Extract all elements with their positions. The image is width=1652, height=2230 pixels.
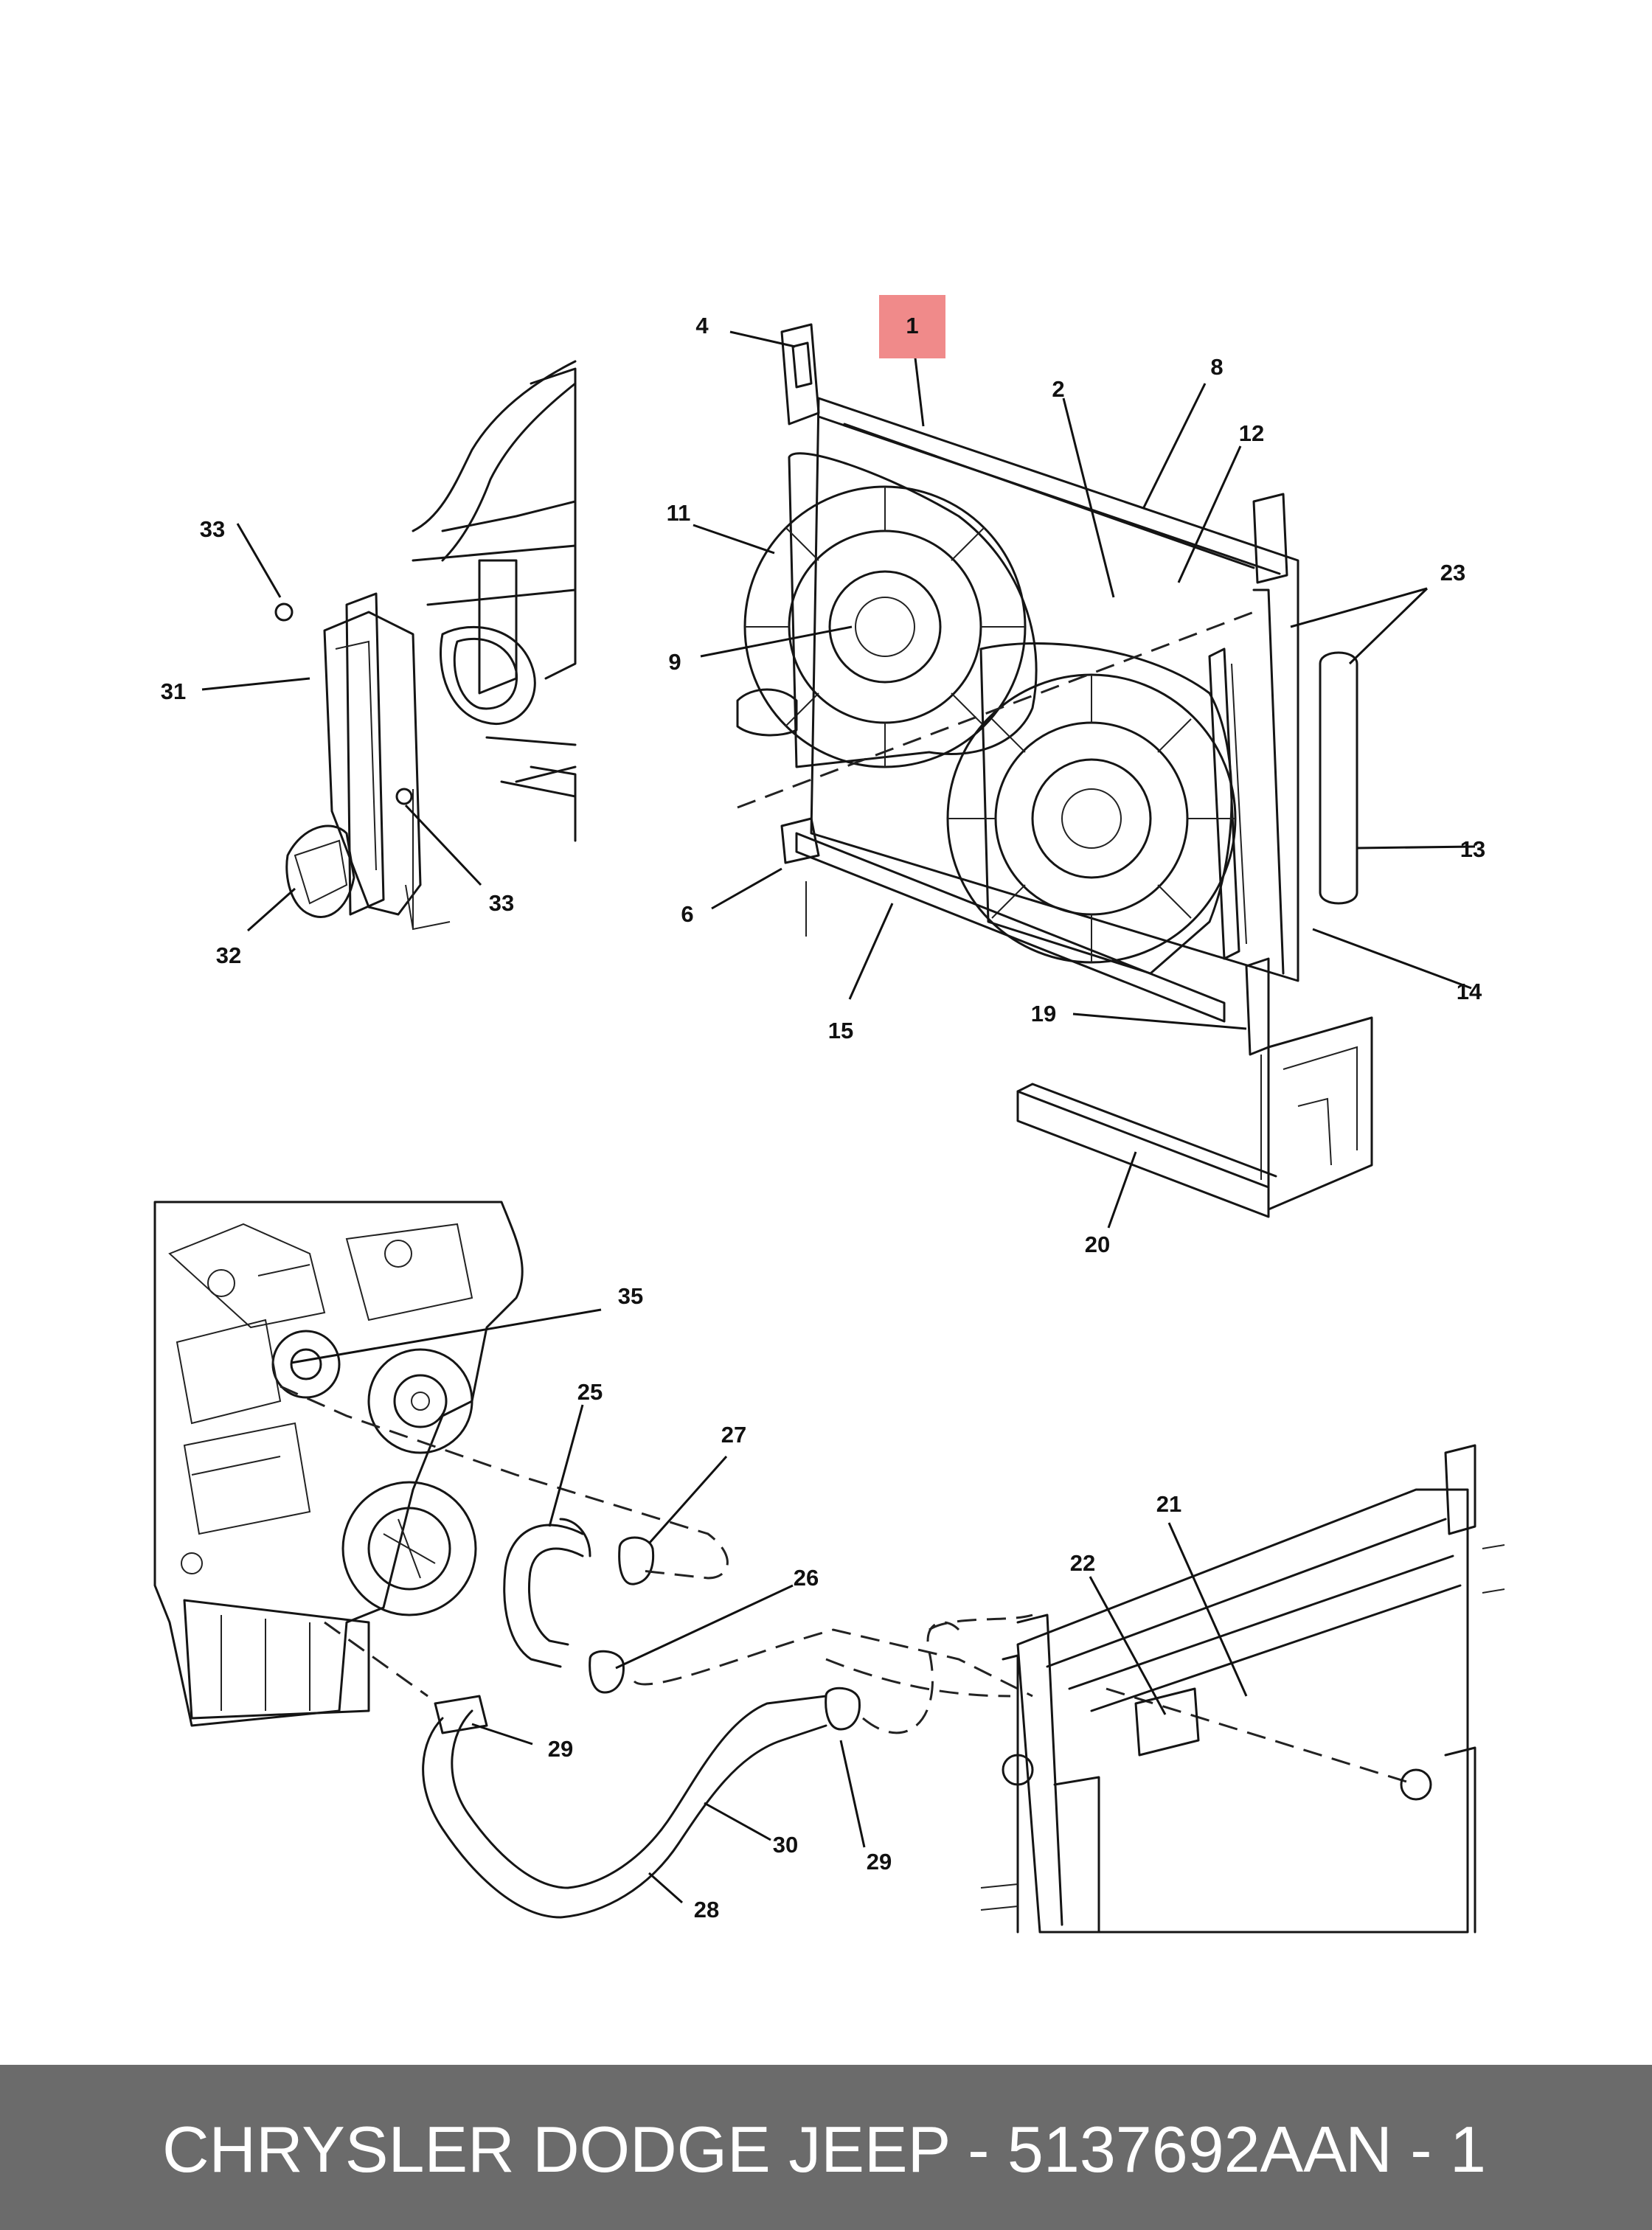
callout-23: 23 <box>1440 560 1465 586</box>
callout-27: 27 <box>721 1422 746 1448</box>
callout-26: 26 <box>794 1565 819 1591</box>
hoses-illustration <box>280 1385 1417 1919</box>
callout-15: 15 <box>828 1018 853 1043</box>
part-number-caption: CHRYSLER DODGE JEEP - 5137692AA <box>162 2113 1347 2186</box>
callout-19: 19 <box>1031 1001 1056 1027</box>
callout-22: 22 <box>1070 1550 1095 1576</box>
callout-33-lower: 33 <box>489 890 514 916</box>
callout-4: 4 <box>695 313 709 338</box>
callout-21: 21 <box>1156 1491 1181 1517</box>
callout-2: 2 <box>1052 376 1064 402</box>
callout-29-right: 29 <box>867 1849 892 1875</box>
callout-8: 8 <box>1210 354 1223 380</box>
callout-35: 35 <box>618 1283 643 1309</box>
callout-32: 32 <box>216 942 241 968</box>
engine-illustration <box>153 1201 524 1727</box>
radiator-fan-module-illustration <box>736 323 1373 1218</box>
callout-12: 12 <box>1239 420 1264 446</box>
callout-9: 9 <box>668 649 681 675</box>
highlight-box <box>879 295 945 358</box>
callout-29-lower: 29 <box>548 1736 573 1762</box>
callout-28: 28 <box>694 1897 719 1922</box>
callout-30: 30 <box>773 1832 798 1858</box>
callout-6: 6 <box>681 901 693 927</box>
callout-31: 31 <box>161 678 186 704</box>
callouts: 1 2 4 6 8 9 11 12 13 14 15 19 20 21 22 2… <box>161 313 1485 1922</box>
page-tag: N - 1 <box>1345 2113 1486 2186</box>
callout-13: 13 <box>1460 836 1485 862</box>
leader-lines <box>201 330 1476 1904</box>
callout-20: 20 <box>1085 1232 1110 1257</box>
callout-11: 11 <box>667 500 691 526</box>
footer-bar <box>0 2065 1652 2230</box>
parts-diagram: 1 2 4 6 8 9 11 12 13 14 15 19 20 21 22 2… <box>153 295 1505 1934</box>
callout-33-upper: 33 <box>200 516 225 542</box>
callout-14: 14 <box>1457 979 1482 1004</box>
callout-25: 25 <box>577 1379 603 1405</box>
air-duct-assembly-illustration <box>274 360 577 931</box>
callout-1: 1 <box>906 313 918 338</box>
